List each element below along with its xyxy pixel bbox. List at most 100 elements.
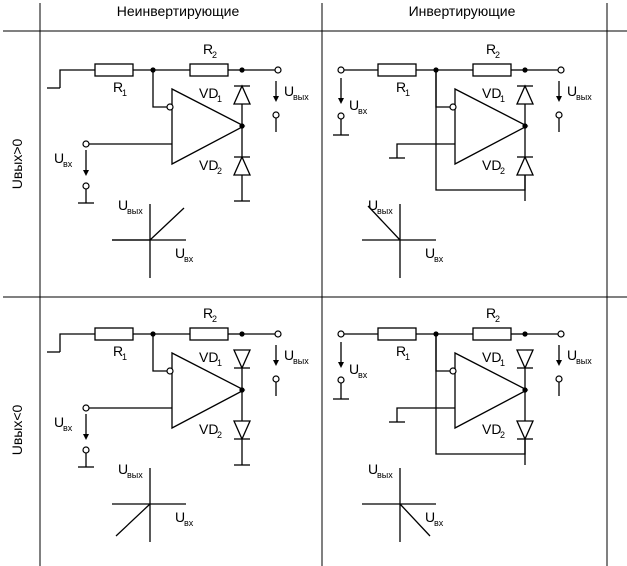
svg-text:вх: вх	[63, 159, 73, 169]
svg-text:1: 1	[122, 352, 127, 362]
label-r1: R1	[113, 79, 127, 98]
graph-label-u-in: Uвх	[175, 245, 194, 264]
resistor-r2	[472, 327, 512, 341]
resistor-r2	[472, 63, 512, 77]
svg-text:U: U	[567, 83, 577, 99]
graph-label-u-in: Uвх	[425, 245, 444, 264]
label-vd1: VD1	[482, 349, 505, 368]
terminal	[82, 182, 90, 190]
loop-wire	[435, 334, 526, 455]
svg-text:VD: VD	[199, 157, 218, 173]
label-r2: R2	[203, 41, 217, 60]
terminal	[82, 404, 90, 412]
terminal	[274, 66, 282, 74]
svg-text:2: 2	[212, 50, 217, 60]
feedback-wire	[435, 334, 450, 372]
row-header-positive: Uвых>0	[9, 139, 25, 190]
label-r1: R1	[113, 343, 127, 362]
terminal	[337, 66, 345, 74]
svg-text:VD: VD	[482, 157, 501, 173]
svg-text:вых: вых	[377, 206, 393, 216]
label-u-out: Uвых	[284, 83, 309, 102]
svg-text:1: 1	[500, 94, 505, 104]
table-grid	[3, 3, 627, 566]
svg-text:U: U	[368, 197, 378, 213]
terminal	[337, 112, 345, 120]
transfer-characteristic-graph	[112, 468, 186, 542]
svg-text:VD: VD	[199, 421, 218, 437]
svg-text:2: 2	[495, 314, 500, 324]
svg-text:вых: вых	[127, 206, 143, 216]
feedback-wire	[435, 70, 450, 108]
svg-text:2: 2	[217, 430, 222, 440]
svg-text:R: R	[396, 79, 406, 95]
graph-label-u-out: Uвых	[368, 461, 393, 480]
svg-text:вх: вх	[184, 254, 194, 264]
terminal	[82, 140, 90, 148]
svg-text:R: R	[113, 79, 123, 95]
svg-text:VD: VD	[482, 85, 501, 101]
label-vd2: VD2	[482, 157, 505, 176]
svg-text:2: 2	[217, 166, 222, 176]
svg-text:1: 1	[217, 94, 222, 104]
svg-text:U: U	[175, 245, 185, 261]
transfer-characteristic-graph	[112, 204, 186, 278]
svg-text:U: U	[118, 197, 128, 213]
label-vd2: VD2	[199, 157, 222, 176]
svg-text:вых: вых	[293, 356, 309, 366]
diode-vd1	[515, 349, 535, 370]
svg-text:VD: VD	[199, 85, 218, 101]
op-amp	[171, 351, 246, 430]
svg-text:U: U	[118, 461, 128, 477]
label-u-in: Uвх	[54, 150, 73, 169]
diode-vd1	[232, 349, 252, 370]
svg-text:R: R	[486, 41, 496, 57]
transfer-characteristic-graph	[362, 468, 436, 542]
terminal	[274, 330, 282, 338]
column-header-inverting: Инвертирующие	[409, 3, 516, 19]
svg-text:вх: вх	[434, 518, 444, 528]
diode-vd1	[515, 84, 535, 105]
svg-text:2: 2	[500, 430, 505, 440]
terminal	[557, 66, 565, 74]
svg-text:VD: VD	[482, 421, 501, 437]
terminal	[557, 330, 565, 338]
label-vd1: VD1	[482, 85, 505, 104]
resistor-r1	[377, 63, 417, 77]
svg-text:R: R	[486, 305, 496, 321]
label-r2: R2	[486, 41, 500, 60]
svg-text:VD: VD	[482, 349, 501, 365]
graph-label-u-out: Uвых	[118, 461, 143, 480]
label-r1: R1	[396, 343, 410, 362]
terminal	[555, 111, 563, 119]
terminal	[337, 376, 345, 384]
column-header-noninverting: Неинвертирующие	[117, 3, 240, 19]
svg-text:вх: вх	[184, 518, 194, 528]
terminal	[337, 330, 345, 338]
svg-text:1: 1	[217, 358, 222, 368]
svg-text:вх: вх	[63, 423, 73, 433]
label-u-in: Uвх	[349, 361, 368, 380]
diode-vd1	[232, 84, 252, 105]
svg-text:вых: вых	[377, 470, 393, 480]
feedback-wire	[152, 334, 167, 372]
svg-text:U: U	[425, 245, 435, 261]
svg-text:вх: вх	[434, 254, 444, 264]
svg-text:1: 1	[122, 88, 127, 98]
svg-text:R: R	[113, 343, 123, 359]
label-vd2: VD2	[199, 421, 222, 440]
row-header-negative: Uвых<0	[9, 405, 25, 456]
svg-text:2: 2	[212, 314, 217, 324]
label-u-out: Uвых	[567, 347, 592, 366]
feedback-wire	[152, 70, 167, 108]
svg-text:R: R	[203, 305, 213, 321]
svg-text:U: U	[425, 509, 435, 525]
svg-text:VD: VD	[199, 349, 218, 365]
resistor-r2	[189, 63, 229, 77]
transfer-characteristic-graph	[362, 204, 436, 278]
label-u-out: Uвых	[284, 347, 309, 366]
label-vd1: VD1	[199, 85, 222, 104]
svg-text:1: 1	[500, 358, 505, 368]
